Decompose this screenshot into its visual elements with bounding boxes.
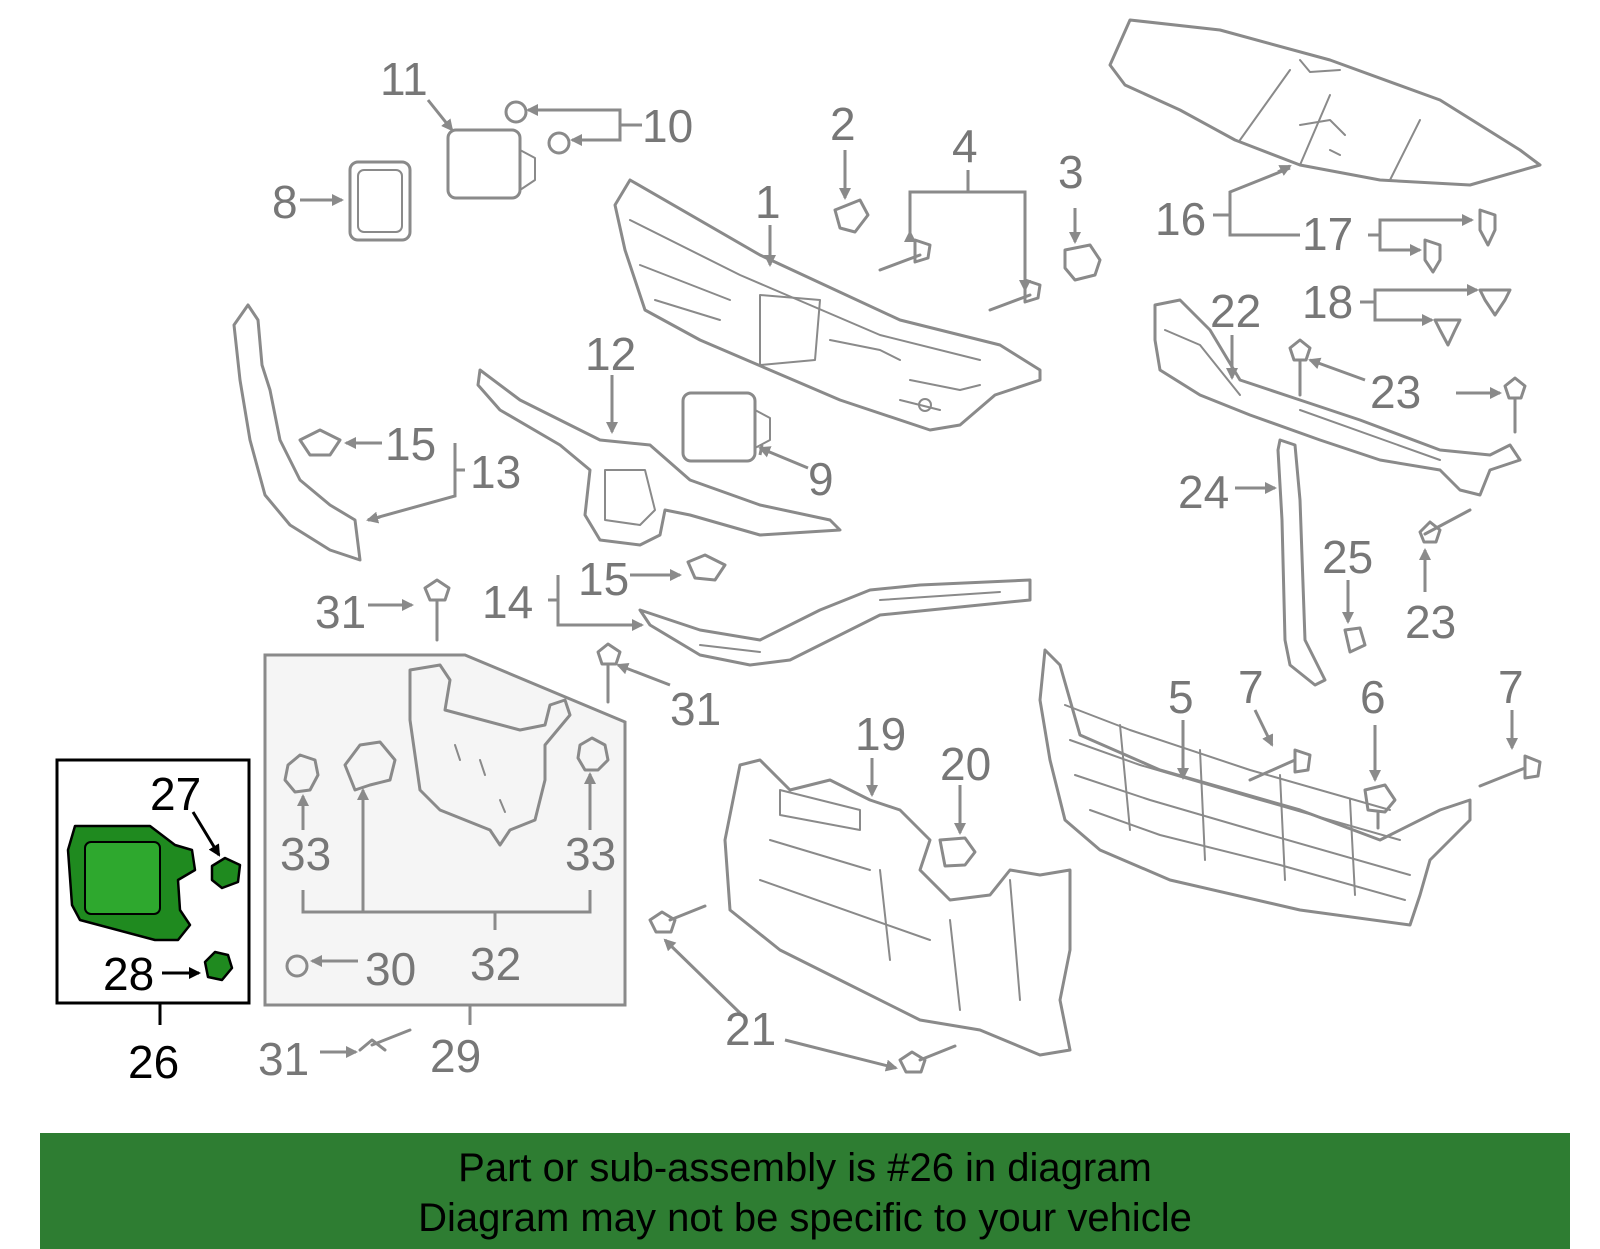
callout-10: 10: [642, 100, 693, 152]
subassembly-29-box: [263, 653, 627, 1007]
callout-23b: 23: [1405, 596, 1456, 648]
callout-33b: 33: [565, 828, 616, 880]
callout-26: 26: [128, 1036, 179, 1088]
part-13-side-molding: [232, 303, 362, 562]
part-14-lower-molding: [638, 578, 1032, 667]
callout-20: 20: [940, 738, 991, 790]
callout-9: 9: [808, 453, 834, 505]
callout-6: 6: [1360, 671, 1386, 723]
callout-23a: 23: [1370, 366, 1421, 418]
callout-14: 14: [482, 576, 533, 628]
info-banner: Part or sub-assembly is #26 in diagram D…: [40, 1133, 1570, 1249]
callout-8: 8: [272, 176, 298, 228]
callout-18: 18: [1302, 276, 1353, 328]
callout-19: 19: [855, 708, 906, 760]
callout-31c: 31: [258, 1033, 309, 1085]
callout-32: 32: [470, 938, 521, 990]
callout-30: 30: [365, 943, 416, 995]
callout-7a: 7: [1238, 661, 1264, 713]
callout-3: 3: [1058, 146, 1084, 198]
callout-31a: 31: [315, 586, 366, 638]
callout-7b: 7: [1498, 661, 1524, 713]
part-16-upper-cover: [1108, 18, 1542, 187]
callout-33a: 33: [280, 828, 331, 880]
callout-12: 12: [585, 328, 636, 380]
highlight-box-26: [55, 758, 251, 1025]
banner-line-2: Diagram may not be specific to your vehi…: [418, 1196, 1192, 1240]
callout-17: 17: [1302, 208, 1353, 260]
callout-11: 11: [380, 53, 428, 105]
callout-15a: 15: [385, 418, 436, 470]
callout-13: 13: [470, 446, 521, 498]
parts-diagram: 1 2 3 4 5 6 7 7 8 9 10 11 12 13 14 15 15…: [55, 18, 1542, 1088]
part-24-side-bracket: [1276, 438, 1327, 687]
callout-24: 24: [1178, 466, 1229, 518]
callout-22: 22: [1210, 285, 1261, 337]
callout-28: 28: [103, 948, 154, 1000]
callout-numbers: 1 2 3 4 5 6 7 7 8 9 10 11 12 13 14 15 15…: [103, 53, 1524, 1088]
callout-29: 29: [430, 1030, 481, 1082]
callout-27: 27: [150, 768, 201, 820]
callout-31b: 31: [670, 683, 721, 735]
leader-lines: [297, 99, 1518, 1072]
callout-25: 25: [1322, 531, 1373, 583]
part-1-upper-grille: [613, 178, 1042, 432]
part-19-absorber: [723, 758, 1072, 1057]
callout-21: 21: [725, 1003, 776, 1055]
callout-1: 1: [755, 176, 781, 228]
callout-16: 16: [1155, 193, 1206, 245]
fasteners: [298, 100, 1542, 1074]
banner-line-1: Part or sub-assembly is #26 in diagram: [458, 1146, 1152, 1190]
part-12-grille-molding: [476, 368, 842, 547]
callout-2: 2: [830, 98, 856, 150]
callout-5: 5: [1168, 671, 1194, 723]
callout-4: 4: [952, 120, 978, 172]
callout-15b: 15: [578, 553, 629, 605]
part-5-lower-grille: [1038, 648, 1472, 927]
